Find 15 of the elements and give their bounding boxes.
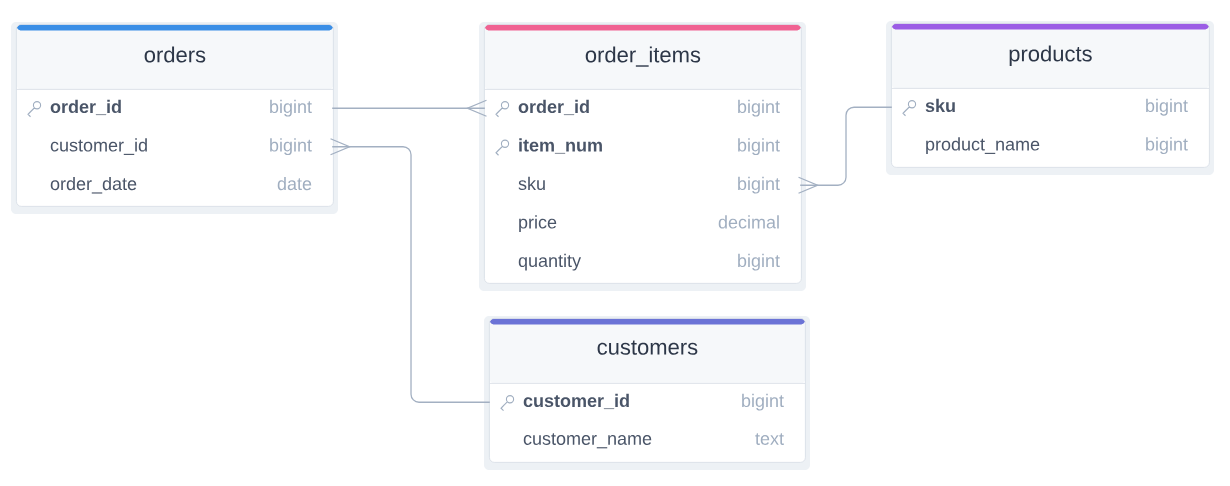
table-row: sku bigint (518, 176, 780, 194)
relationship-line (797, 106, 893, 194)
table-row: customer_id bigint (50, 138, 312, 156)
table-row: customer_name text (523, 433, 784, 449)
table-row: order_date date (50, 176, 312, 194)
table-row: order_id bigint (518, 99, 780, 117)
relationship-line (329, 138, 491, 403)
table-row: item_num bigint (519, 138, 780, 156)
table-row: product_name bigint (926, 137, 1188, 155)
table-row: quantity bigint (518, 253, 780, 271)
table-row: price decimal (519, 215, 779, 233)
table-row: customer_id bigint (523, 393, 784, 411)
table-row: order_id bigint (50, 99, 312, 117)
table-row: sku bigint (925, 98, 1188, 116)
relationship-line (331, 99, 488, 117)
